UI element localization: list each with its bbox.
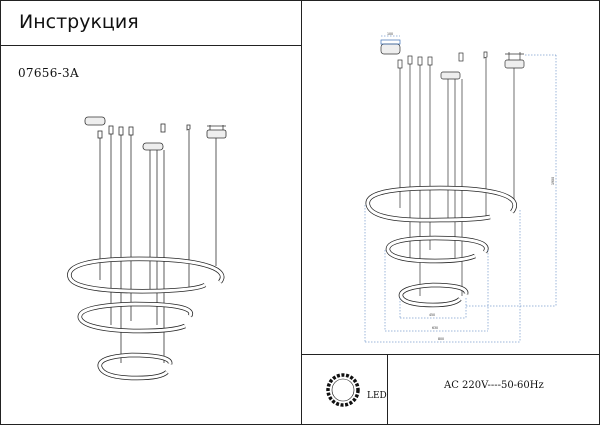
dim-height: 1900 bbox=[551, 177, 555, 185]
dim-middle: 630 bbox=[432, 326, 438, 330]
title-divider bbox=[0, 45, 301, 46]
page-title: Инструкция bbox=[19, 11, 139, 33]
dim-outer: 800 bbox=[438, 337, 444, 341]
spec-cell-divider bbox=[387, 354, 388, 425]
canopy-2 bbox=[142, 142, 164, 151]
vertical-divider bbox=[301, 0, 302, 425]
canopy-3 bbox=[206, 129, 227, 139]
power-spec: AC 220V----50-60Hz bbox=[444, 380, 544, 391]
canopy-1 bbox=[84, 116, 106, 126]
spec-divider bbox=[301, 354, 600, 355]
model-number: 07656-3A bbox=[18, 66, 79, 80]
dim-inner: 450 bbox=[429, 313, 435, 317]
dim-top: 100 bbox=[387, 32, 393, 36]
led-label: LED bbox=[367, 391, 387, 401]
